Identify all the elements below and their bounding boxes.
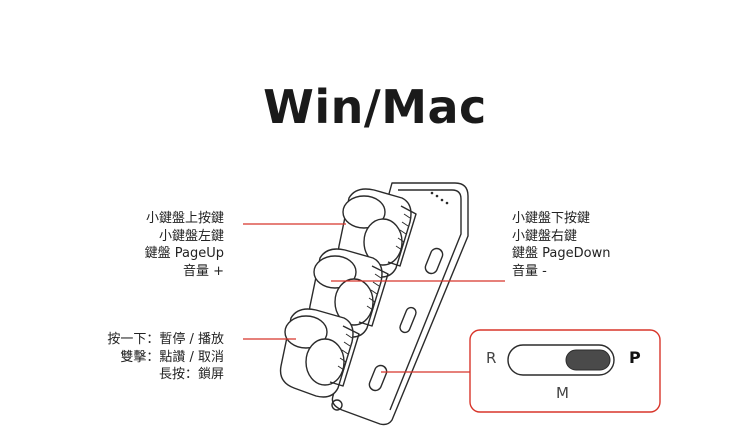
callout-line: 小鍵盤下按鍵 (512, 211, 591, 226)
mode-switch-zoom (469, 329, 661, 413)
callout-line: 按一下：暫停 / 播放 (107, 332, 224, 347)
callout-top-key: 小鍵盤上按鍵 小鍵盤左鍵 鍵盤 PageUp 音量 + (100, 210, 224, 280)
callout-leaders (243, 223, 505, 373)
keycap-middle (308, 248, 389, 338)
keypad-body (331, 182, 469, 426)
callout-line: 小鍵盤上按鍵 (145, 211, 224, 226)
callout-line: 音量 + (182, 263, 224, 279)
callout-line: 鍵盤 PageDown (512, 246, 611, 261)
callout-middle-key: 小鍵盤下按鍵 小鍵盤右鍵 鍵盤 PageDown 音量 - (512, 210, 672, 280)
callout-line: 音量 - (512, 263, 547, 279)
mode-switch-thumb (565, 349, 611, 371)
callout-bottom-key: 按一下：暫停 / 播放 雙擊：點讚 / 取消 長按：鎖屏 (64, 331, 224, 384)
mode-label-p: P (629, 348, 641, 367)
callout-line: 長按：鎖屏 (158, 367, 224, 382)
callout-line: 小鍵盤左鍵 (158, 228, 224, 244)
keycap-bottom (279, 308, 360, 398)
callout-line: 小鍵盤右鍵 (512, 228, 578, 244)
page-title: Win/Mac (263, 80, 487, 134)
callout-line: 鍵盤 PageUp (144, 246, 224, 261)
mode-label-m: M (556, 384, 569, 402)
callout-line: 雙擊：點讚 / 取消 (120, 349, 224, 365)
mode-label-r: R (486, 349, 497, 367)
